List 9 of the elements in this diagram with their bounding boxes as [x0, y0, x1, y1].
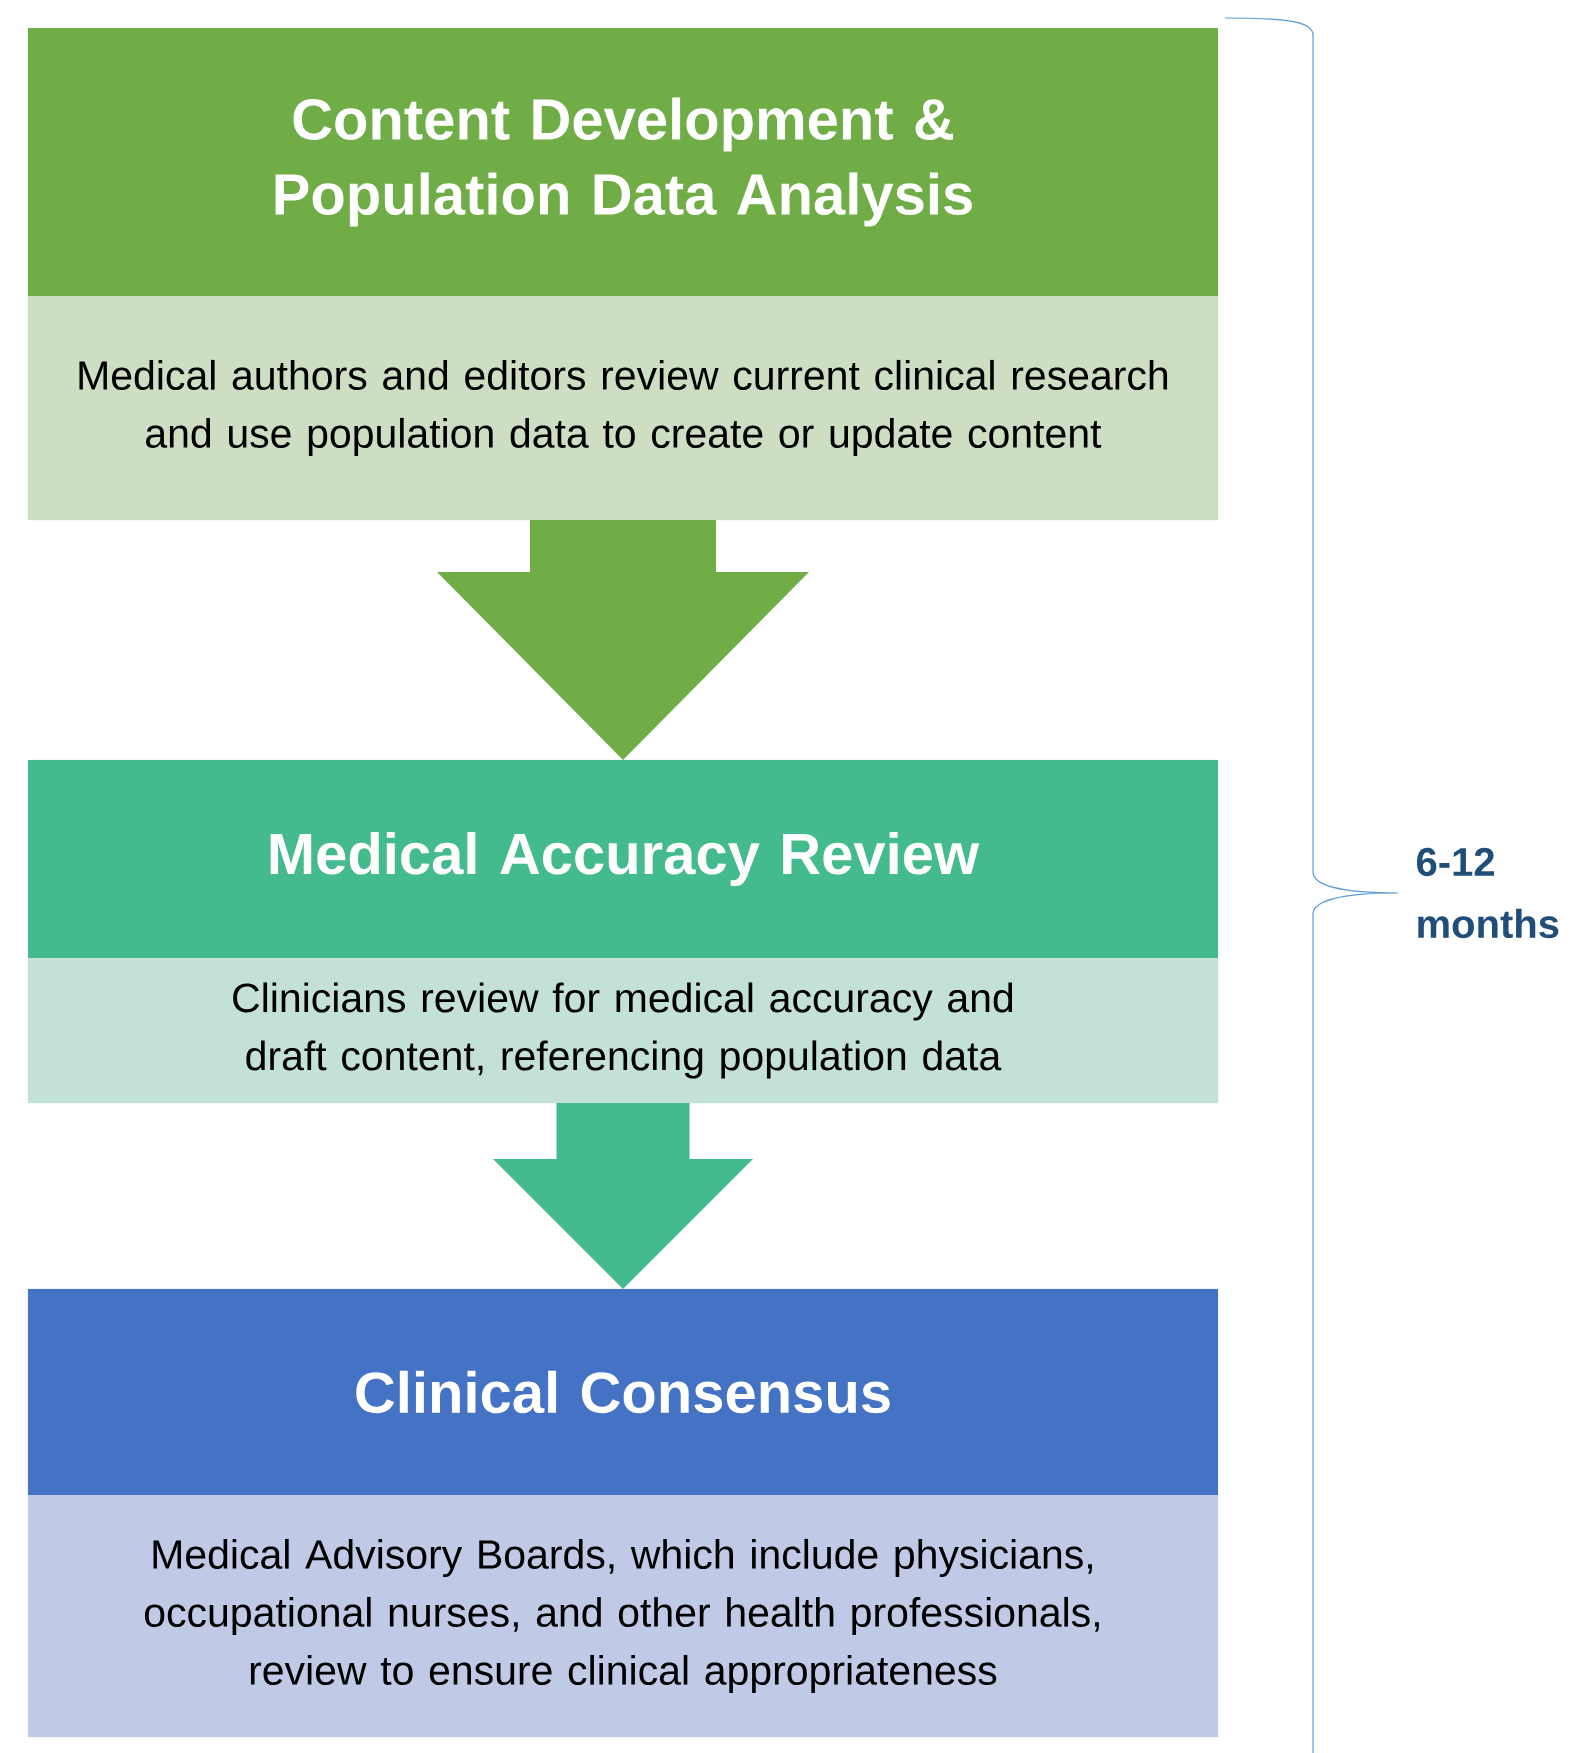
- step-description: Medical authors and editors review current clinical research and use population data to create or update content: [79, 359, 1168, 457]
- duration-label: 6-12 months: [1417, 847, 1559, 939]
- step-description: Clinicians review for medical accuracy and draft content, referencing population data: [233, 982, 1013, 1079]
- block-arrow: [493, 1103, 753, 1289]
- step-description: Medical Advisory Boards, which include physicians, occupational nurses, and other health professionals, review to ensure clinical appropriateness: [144, 1538, 1099, 1694]
- step-heading: Medical Accuracy Review: [270, 831, 980, 887]
- step-heading: Content Development & Population Data Analysis: [275, 97, 972, 227]
- step-heading: Clinical Consensus: [356, 1370, 890, 1414]
- block-arrow: [437, 520, 809, 760]
